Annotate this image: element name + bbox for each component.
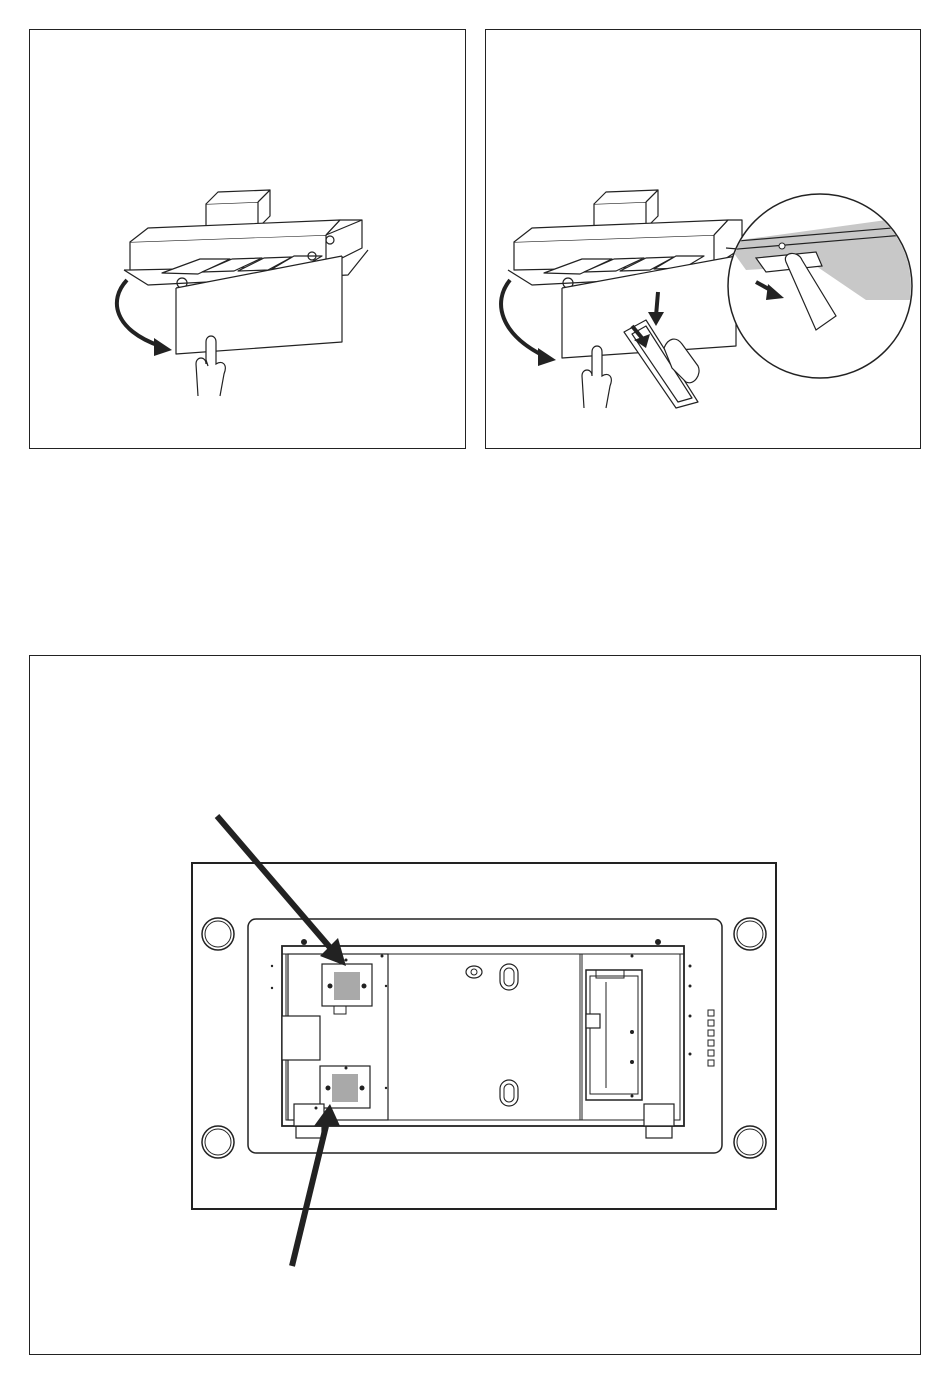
filter-highlight-lower bbox=[332, 1074, 358, 1102]
hood-underside-diagram bbox=[30, 656, 922, 1356]
filter-removal-illustration bbox=[486, 30, 922, 450]
hood-panel-open-illustration bbox=[30, 30, 467, 450]
step-3-panel bbox=[29, 655, 921, 1355]
rotate-arrow-icon bbox=[117, 280, 172, 356]
release-latch-magnifier bbox=[726, 194, 916, 378]
filter-highlight-upper bbox=[334, 972, 360, 1000]
location-arrow-icon bbox=[217, 816, 346, 966]
step-1-panel bbox=[29, 29, 466, 449]
step-2-panel bbox=[485, 29, 921, 449]
rotate-arrow-icon bbox=[501, 280, 556, 366]
location-arrow-icon bbox=[292, 1104, 340, 1266]
